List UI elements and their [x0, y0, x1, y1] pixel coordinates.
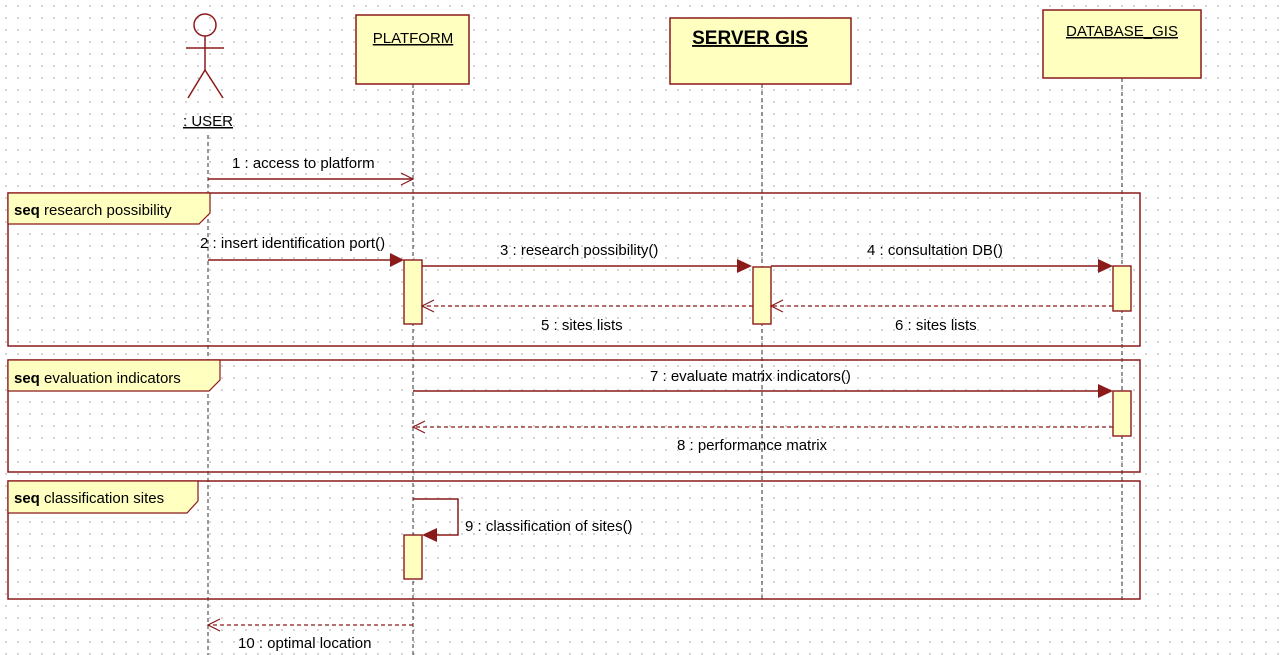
message-5: 5 : sites lists: [420, 299, 753, 334]
message-label: 2 : insert identification port(): [200, 235, 385, 252]
message-2: 2 : insert identification port(): [200, 235, 404, 267]
frame-classification-sites: seq classification sites: [7, 480, 1141, 600]
server-label: SERVER GIS: [692, 28, 808, 49]
open-arrowhead-icon: [769, 299, 784, 313]
solid-arrowhead-icon: [1098, 259, 1113, 273]
frame-label: seq classification sites: [14, 490, 164, 507]
message-label: 4 : consultation DB(): [867, 242, 1003, 259]
frame-evaluation-indicators: seq evaluation indicators: [7, 359, 1141, 473]
solid-arrowhead-icon: [390, 253, 404, 267]
database-activation: [1112, 265, 1132, 312]
platform-label: PLATFORM: [373, 30, 454, 47]
database-label: DATABASE_GIS: [1066, 23, 1178, 40]
solid-arrowhead-icon: [422, 528, 437, 542]
message-7: 7 : evaluate matrix indicators(): [413, 368, 1113, 398]
message-label: 7 : evaluate matrix indicators(): [650, 368, 851, 385]
frame-label: seq research possibility: [14, 202, 172, 219]
message-10: 10 : optimal location: [206, 618, 413, 652]
message-9: 9 : classification of sites(): [413, 498, 633, 542]
message-label: 1 : access to platform: [232, 155, 375, 172]
frame-tab: [7, 359, 221, 392]
user-label: : USER: [183, 113, 233, 130]
open-arrowhead-icon: [206, 618, 221, 632]
user-actor: : USER: [183, 13, 233, 130]
open-arrowhead-icon: [420, 299, 435, 313]
solid-arrowhead-icon: [737, 259, 752, 273]
message-label: 6 : sites lists: [895, 317, 977, 334]
platform-box: PLATFORM: [355, 14, 470, 85]
frame-label: seq evaluation indicators: [14, 370, 181, 387]
message-label: 8 : performance matrix: [677, 437, 828, 454]
message-8: 8 : performance matrix: [411, 420, 1113, 454]
solid-arrowhead-icon: [1098, 384, 1113, 398]
platform-activation: [403, 259, 423, 325]
frame-tab: [7, 480, 199, 514]
message-label: 9 : classification of sites(): [465, 518, 633, 535]
stick-figure-icon: [186, 13, 224, 99]
message-label: 5 : sites lists: [541, 317, 623, 334]
server-box: SERVER GIS: [669, 17, 852, 85]
server-activation: [752, 266, 772, 325]
self-call-arrow: [413, 498, 459, 536]
message-label: 3 : research possibility(): [500, 242, 658, 259]
frame-research-possibility: seq research possibility: [7, 192, 1141, 347]
message-4: 4 : consultation DB(): [771, 242, 1113, 273]
database-box: DATABASE_GIS: [1042, 9, 1202, 79]
database-activation: [1112, 390, 1132, 437]
open-arrowhead-icon: [400, 172, 415, 186]
frame-tab: [7, 192, 211, 225]
platform-activation: [403, 534, 423, 580]
open-arrowhead-icon: [411, 420, 426, 434]
message-label: 10 : optimal location: [238, 635, 371, 652]
message-3: 3 : research possibility(): [422, 242, 752, 273]
message-1: 1 : access to platform: [208, 155, 415, 186]
message-6: 6 : sites lists: [769, 299, 1113, 334]
